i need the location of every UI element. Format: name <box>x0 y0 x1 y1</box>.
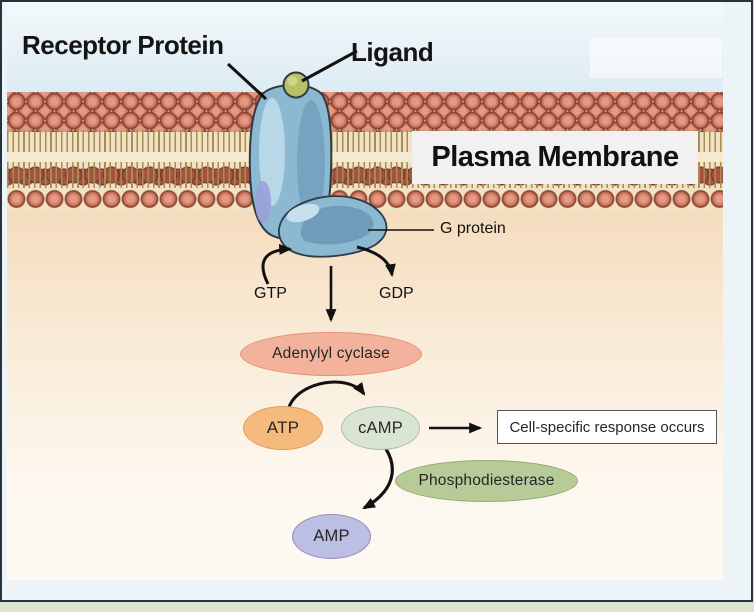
atp-label: ATP <box>266 418 300 437</box>
gtp-label: GTP <box>254 285 287 302</box>
phosphodiesterase-label: Phosphodiesterase <box>418 472 555 489</box>
receptor-protein-label: Receptor Protein <box>22 30 224 60</box>
cell-response-box: Cell-specific response occurs <box>497 410 717 444</box>
phosphodiesterase-node: Phosphodiesterase <box>395 460 578 502</box>
g-protein-label: G protein <box>440 220 506 237</box>
adenylyl-cyclase-node: Adenylyl cyclase <box>240 332 422 376</box>
camp-label: cAMP <box>358 418 403 437</box>
plasma-membrane-label: Plasma Membrane <box>431 141 679 173</box>
adenylyl-cyclase-label: Adenylyl cyclase <box>272 345 390 362</box>
amp-node: AMP <box>292 514 371 559</box>
camp-node: cAMP <box>341 406 420 450</box>
lipid-heads-bottom-row <box>7 186 723 212</box>
gdp-label: GDP <box>379 285 414 302</box>
ligand-label: Ligand <box>351 37 434 67</box>
background-highlight-patch <box>590 38 722 78</box>
lipid-heads-top-row <box>7 92 723 132</box>
amp-label: AMP <box>313 527 350 545</box>
plasma-membrane-label-box: Plasma Membrane <box>412 131 698 184</box>
cell-response-label: Cell-specific response occurs <box>509 418 705 436</box>
atp-node: ATP <box>243 406 323 450</box>
